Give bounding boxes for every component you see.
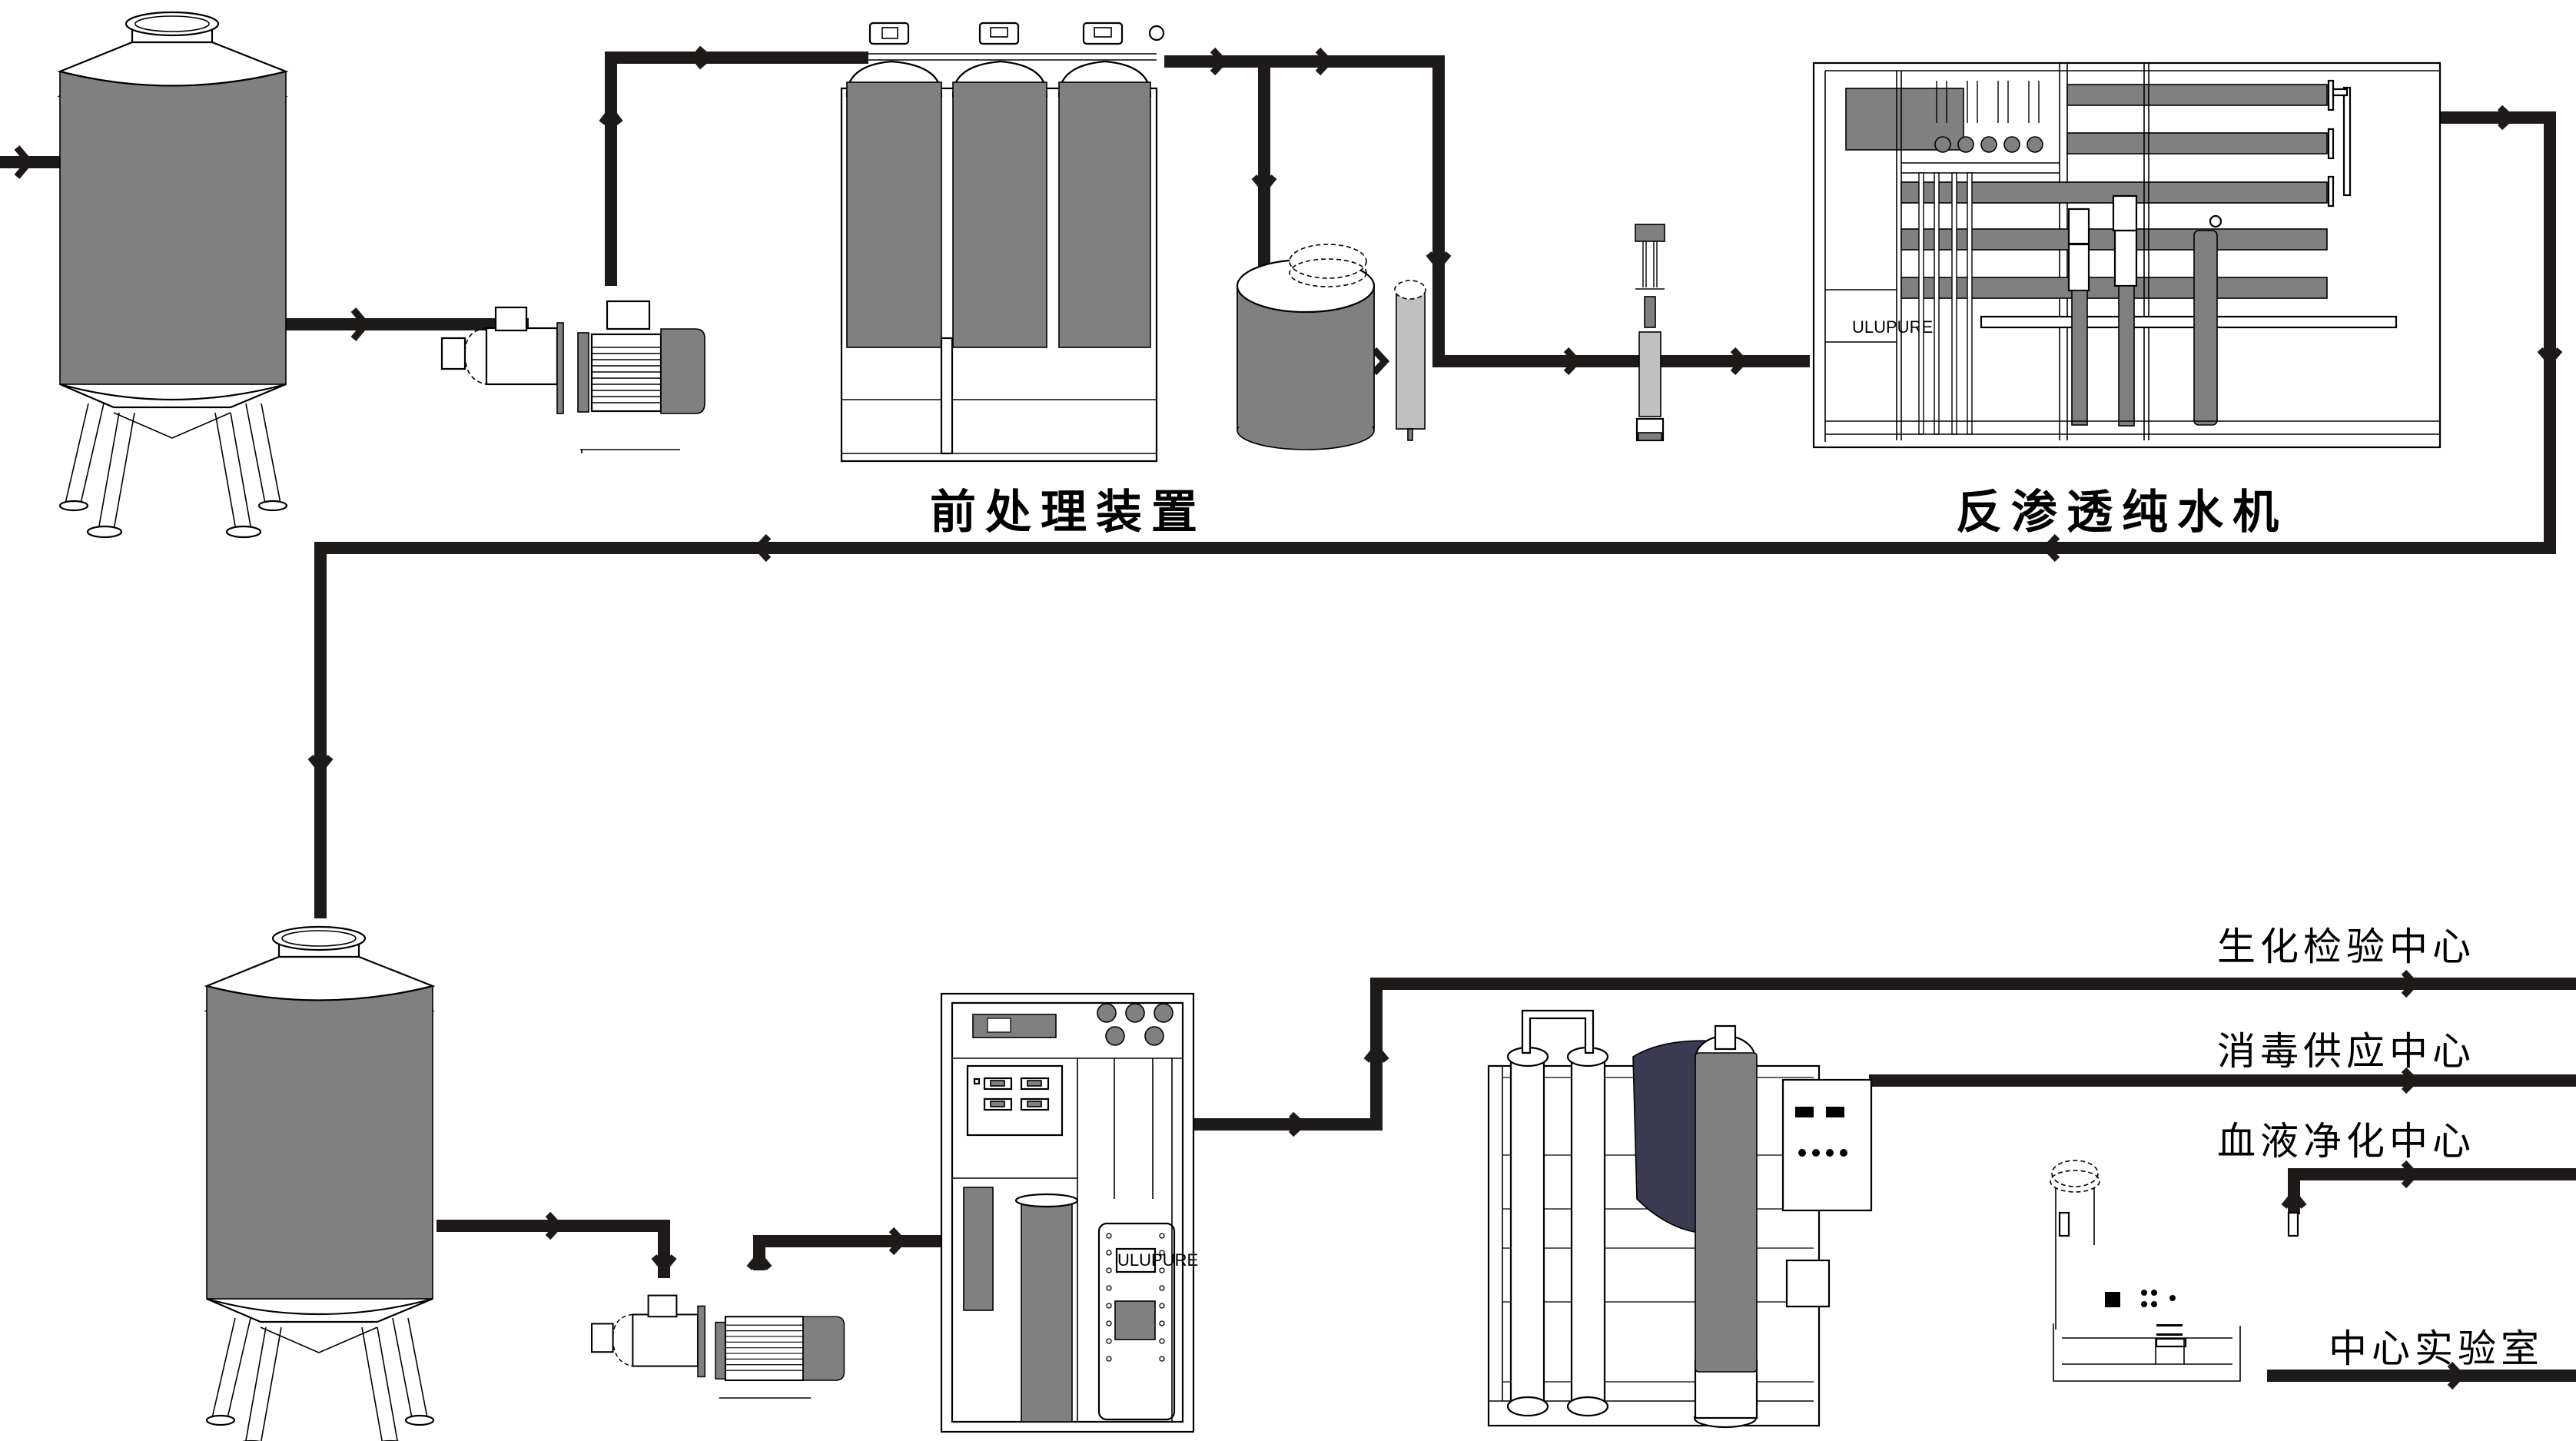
- pressure-gauge-icon: [1148, 25, 1165, 42]
- centrifugal-pump-icon: [590, 1294, 845, 1399]
- arrow-down-icon: [1251, 174, 1277, 195]
- membrane-endcaps: [2327, 79, 2352, 208]
- arrow-right-icon: [2401, 1067, 2420, 1094]
- centrifugal-pump-icon: [440, 300, 705, 453]
- pure-water-tank: [204, 925, 436, 1441]
- vertical-pump-icon: [2112, 194, 2138, 427]
- pipe-blood: [2288, 1168, 2576, 1214]
- arrow-down-icon: [651, 1254, 677, 1275]
- lab-water-unit: [2050, 1160, 2299, 1382]
- ro-unit-icon: ULUPURE: [1812, 61, 2442, 449]
- vertical-pump-icon: [1635, 224, 1665, 442]
- arrow-up-icon: [599, 105, 623, 125]
- brine-tank: [1236, 244, 1376, 450]
- pipelines: [0, 51, 2576, 1382]
- ro-machine: ULUPURE: [1812, 61, 2442, 449]
- filter-column-icon: [951, 22, 1048, 348]
- destination-biochem-lab: 生化检验中心: [2217, 925, 2475, 969]
- switch-panel: [983, 1077, 1050, 1111]
- arrow-right-icon: [2497, 105, 2516, 131]
- storage-tank-icon: [57, 11, 289, 539]
- lab-unit-icon: [2050, 1160, 2299, 1382]
- filter-column-icon: [1057, 22, 1152, 348]
- storage-tank-icon: [204, 925, 436, 1441]
- destination-central-lab: 中心实验室: [2329, 1326, 2544, 1371]
- cartridge-filter-icon: [1394, 280, 1426, 441]
- arrow-left-icon: [2041, 533, 2060, 563]
- arrow-left-icon: [752, 533, 772, 563]
- pretreatment-label: 前处理装置: [930, 486, 1207, 540]
- arrow-up-icon: [2281, 1188, 2307, 1209]
- filter-column-icon: [845, 22, 943, 348]
- polishing-unit: [1487, 1009, 1873, 1429]
- arrow-right-icon: [695, 45, 714, 70]
- arrow-right-icon: [1371, 347, 1390, 376]
- salt-tank-icon: [1236, 244, 1376, 450]
- polishing-unit-icon: [1487, 1009, 1873, 1429]
- arrow-up-icon: [746, 1250, 772, 1270]
- arrow-right-icon: [1288, 1111, 1307, 1137]
- arrow-right-icon: [2401, 969, 2420, 998]
- arrow-right-icon: [1563, 347, 1582, 376]
- arrow-right-icon: [1210, 47, 1229, 76]
- arrow-up-icon: [1363, 1042, 1389, 1063]
- destination-disinfection-supply: 消毒供应中心: [2217, 1029, 2475, 1074]
- arrow-down-icon: [1426, 251, 1452, 272]
- edi-brand-label: ULUPURE: [1117, 1250, 1198, 1270]
- gauge-row: [1934, 136, 2043, 153]
- flow-arrows: [14, 45, 2563, 1390]
- pipe-tank2-pump2: [437, 1220, 670, 1278]
- edi-unit-icon: ULUPURE: [940, 992, 1198, 1433]
- pipe-filters-out: [1164, 55, 1810, 367]
- arrow-right-icon: [14, 145, 34, 179]
- pipe-pump1-filters: [605, 51, 868, 286]
- ro-machine-label: 反渗透纯水机: [1956, 486, 2288, 540]
- raw-water-pump: [440, 300, 705, 453]
- pipe-ro-out: [314, 111, 2556, 918]
- arrow-right-icon: [1730, 347, 1749, 376]
- arrow-right-icon: [2401, 1160, 2420, 1189]
- pipe-pump2-edi: [753, 1235, 941, 1270]
- arrow-down-icon: [307, 755, 334, 775]
- destination-blood-purification: 血液净化中心: [2217, 1119, 2475, 1164]
- raw-water-tank: [57, 11, 289, 539]
- high-pressure-pump: [1635, 224, 1665, 442]
- arrow-right-icon: [2447, 1361, 2466, 1390]
- arrow-right-icon: [1315, 47, 1334, 76]
- arrow-right-icon: [888, 1227, 908, 1256]
- gauge-cluster: [1097, 1003, 1173, 1046]
- booster-pump: [590, 1294, 845, 1399]
- security-filter: [1394, 280, 1426, 441]
- arrow-right-icon: [545, 1211, 564, 1240]
- vertical-pump-icon: [2067, 208, 2090, 426]
- arrow-down-icon: [2537, 347, 2563, 367]
- arrow-right-icon: [350, 307, 370, 341]
- edi-unit: ULUPURE: [940, 992, 1198, 1433]
- pipe-edi-out: [1193, 978, 2576, 1131]
- multimedia-filters: [840, 22, 1165, 463]
